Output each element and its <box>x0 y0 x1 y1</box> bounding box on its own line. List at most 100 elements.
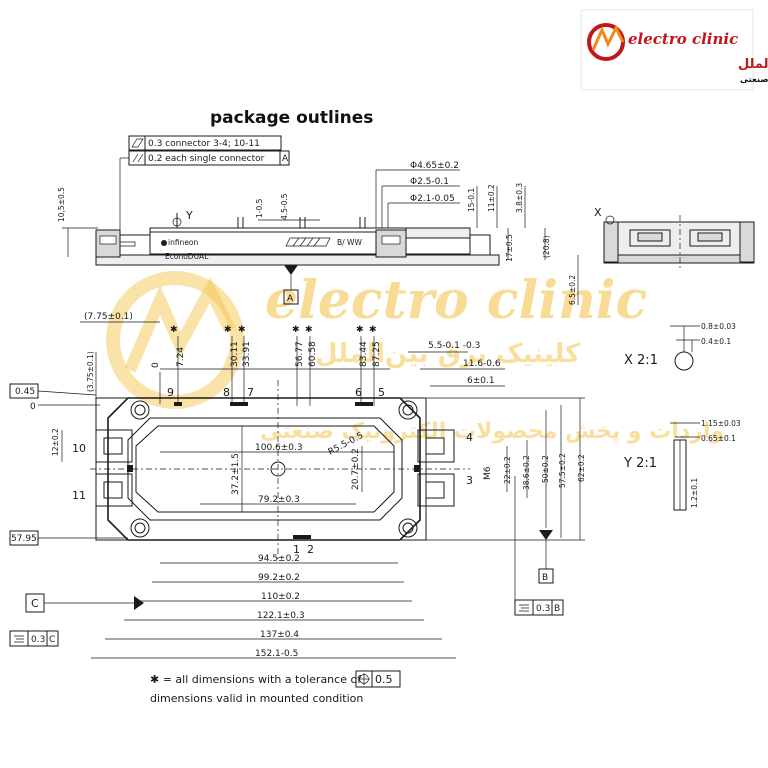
datum-c-triangle <box>134 596 144 610</box>
flatness-b-icon <box>519 604 529 612</box>
dim-57-5: 57.5±0.2 <box>558 453 567 488</box>
pin-6: 6 <box>355 386 362 399</box>
notes: ✱ = all dimensions with a tolerance of 0… <box>150 670 401 705</box>
side-view: infineon EconoDUAL™ B/ WW A Y 10,5±0.5 1… <box>57 161 579 305</box>
pin-star-3: ✱ <box>238 325 246 335</box>
detail-y-dim-0-65: 0.65±0.1 <box>701 434 736 443</box>
pin-star-6: ✱ <box>356 325 364 335</box>
pin-pos-7-24: 7.24 <box>176 347 186 367</box>
dim-110: 110±0.2 <box>261 592 300 602</box>
dim-94-5: 94.5±0.2 <box>258 554 300 564</box>
flatness-b-value: 0.3 <box>536 604 550 614</box>
pin-3: 3 <box>466 474 473 487</box>
detail-y-dim-1-2: 1.2±0.1 <box>690 478 699 508</box>
dim-dia-2-1: Φ2.1-0.05 <box>410 194 455 204</box>
pin-pos-33-91: 33.91 <box>242 341 252 367</box>
dim-6: 6±0.1 <box>467 376 495 386</box>
flatness-icon <box>131 138 144 148</box>
pin-star-1: ✱ <box>170 325 178 335</box>
pin-9: 9 <box>167 386 174 399</box>
dim-d-1: 1-0.5 <box>255 198 264 218</box>
pin-5: 5 <box>378 386 385 399</box>
pin-star-5: ✱ <box>305 325 313 335</box>
pin-pos-60-58: 60.58 <box>308 341 318 367</box>
datum-a-triangle <box>284 265 298 275</box>
parallel-frame-text: 0.2 each single connector <box>148 154 265 164</box>
logo-brand: electro clinic <box>628 30 738 48</box>
position-tolerance-value: 0.5 <box>375 673 393 686</box>
watermark-brand-fa: کلینیک برق بین‌الملل <box>315 339 581 369</box>
dim-50: 50±0.2 <box>541 455 550 483</box>
pin-2: 2 <box>307 543 314 556</box>
dim-152-1: 152.1-0.5 <box>255 649 298 659</box>
dim-dia-4-65: Φ4.65±0.2 <box>410 161 459 171</box>
dim-h-17: 17±0.5 <box>505 234 514 262</box>
dim-79-2: 79.2±0.3 <box>258 495 300 505</box>
flatness-b-ref: B <box>554 604 560 614</box>
pin-pos-83-44: 83.44 <box>359 341 369 367</box>
detail-x: X 2:1 0.8±0.03 0.4±0.1 <box>624 322 736 371</box>
dim-122-1: 122.1±0.3 <box>257 611 305 621</box>
dim-0-45: 0.45 <box>15 387 35 397</box>
datum-b-triangle <box>539 530 553 540</box>
pin-pos-30-11: 30.11 <box>230 341 240 367</box>
pin-star-2: ✱ <box>224 325 232 335</box>
star-note: ✱ = all dimensions with a tolerance of <box>150 673 362 686</box>
detail-y-dim-1-15: 1.15±0.03 <box>701 419 741 428</box>
flatness-c-ref: C <box>49 635 55 645</box>
dim-5-5: 5.5-0.1 -0.3 <box>428 341 480 351</box>
pin-1: 1 <box>293 543 300 556</box>
dim-h-15: 15-0.1 <box>467 188 476 212</box>
pin-pos-56-77: 56.77 <box>295 341 305 367</box>
side-brand-label: infineon <box>168 238 199 247</box>
pin-pos-87-25: 87.25 <box>372 341 382 367</box>
dim-h-10-5: 10,5±0.5 <box>57 187 66 222</box>
dim-20-7: 20.7±0.2 <box>351 448 361 490</box>
dim-11-6: 11.6-0.6 <box>463 359 501 369</box>
zero-mark-top: 0 <box>151 362 161 368</box>
side-date-code: B/ WW <box>337 238 362 247</box>
dim-137: 137±0.4 <box>260 630 299 640</box>
dim-h-3-8: 3.8±0.3 <box>515 183 524 213</box>
marker-y: Y <box>185 209 193 222</box>
marker-x: X <box>594 206 602 219</box>
dim-d-4-5: 4.5-0.5 <box>280 193 289 220</box>
dim-12: 12±0.2 <box>51 428 60 456</box>
pin-star-7: ✱ <box>369 325 377 335</box>
dim-m6: M6 <box>483 466 493 480</box>
infineon-dot-icon <box>161 240 167 246</box>
dim-62: 62±0.2 <box>577 454 586 482</box>
pin-position-dims: ✱ ✱ ✱ ✱ ✱ ✱ ✱ 7.24 30.11 33.91 56.77 60.… <box>160 325 390 406</box>
pin-star-4: ✱ <box>292 325 300 335</box>
flatness-c-icon <box>14 635 24 643</box>
pin-7: 7 <box>247 386 254 399</box>
mounted-note: dimensions valid in mounted condition <box>150 692 363 705</box>
detail-y-label: Y 2:1 <box>623 456 657 471</box>
logo-pulse-icon <box>591 24 625 51</box>
dim-57-95: 57.95 <box>11 534 37 544</box>
datum-a-label: A <box>287 294 294 304</box>
dim-37-2: 37.2±1.5 <box>231 453 241 495</box>
dim-99-2: 99.2±0.2 <box>258 573 300 583</box>
pin-8: 8 <box>223 386 230 399</box>
watermark-subtitle-fa: واردات و پخش محصولات الکترونیک صنعتی <box>260 419 724 444</box>
tolerance-frames-top: 0.3 connector 3-4; 10-11 0.2 each single… <box>119 135 290 230</box>
logo-subtitle-fa: واردات و پخش محصولات الکترونیک صنعتی <box>740 75 768 85</box>
detail-x-label: X 2:1 <box>624 353 658 368</box>
dim-h-6-5: 6.5±0.2 <box>568 275 577 305</box>
end-view: X <box>594 206 755 268</box>
dim-22: 22±0.2 <box>503 456 512 484</box>
dim-100-6: 100.6±0.3 <box>255 443 303 453</box>
flatness-c-value: 0.3 <box>31 635 45 645</box>
detail-x-dim-0-8: 0.8±0.03 <box>701 322 736 331</box>
parallel-frame-ref: A <box>282 154 289 164</box>
top-view: 9 8 7 6 5 10 11 4 3 1 2 0 0 ✱ ✱ ✱ ✱ ✱ <box>9 312 586 659</box>
logo-brand-fa: کلینیک برق بین‌الملل <box>738 57 768 72</box>
datum-c-label: C <box>31 597 39 610</box>
flatness-frame-text: 0.3 connector 3-4; 10-11 <box>148 139 260 149</box>
flatness-frames-bottom: 0.3 B 0.3 C <box>9 476 564 647</box>
pin-10: 10 <box>72 442 86 455</box>
dim-h-11: 11±0.2 <box>487 184 496 212</box>
dim-38-6: 38.6±0.2 <box>522 455 531 490</box>
